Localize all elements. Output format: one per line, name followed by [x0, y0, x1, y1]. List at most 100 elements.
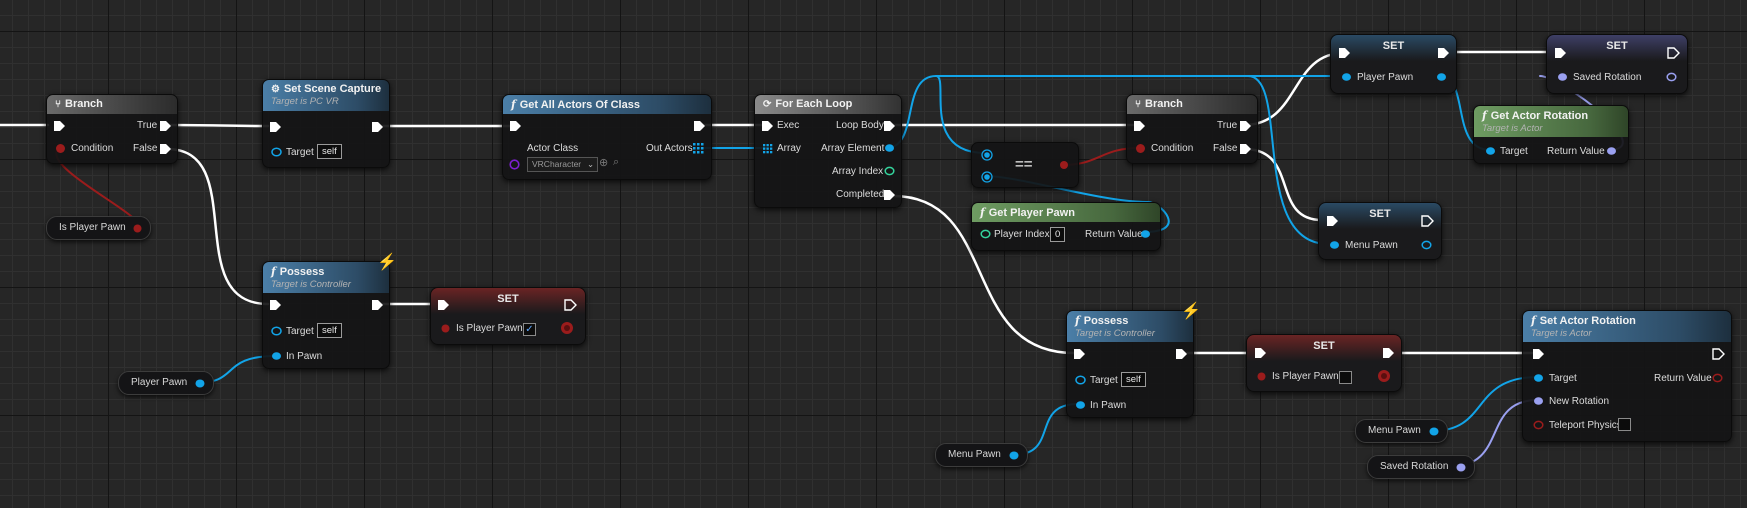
is-player-pawn-checkbox[interactable]: ✓: [523, 323, 536, 336]
rotator-out-pin[interactable]: [1666, 72, 1677, 82]
condition-pin[interactable]: [55, 143, 66, 154]
target-self-field[interactable]: self: [1121, 372, 1146, 387]
false-exec-pin[interactable]: [1239, 143, 1252, 155]
target-self-field[interactable]: self: [317, 144, 342, 159]
target-pin[interactable]: [271, 147, 282, 157]
return-value-pin[interactable]: [1140, 229, 1151, 239]
a-in-pin[interactable]: [981, 149, 993, 161]
player-index-pin[interactable]: [980, 229, 991, 239]
target-pin[interactable]: [1485, 146, 1496, 156]
true-exec-pin[interactable]: [1239, 120, 1252, 132]
teleport-physics-pin[interactable]: [1533, 420, 1544, 430]
bool-out-pin[interactable]: [1059, 160, 1069, 170]
exec-out-pin[interactable]: [564, 299, 577, 311]
exec-in-pin[interactable]: [1554, 47, 1567, 59]
set-player-pawn-node[interactable]: SET Player Pawn: [1330, 34, 1457, 94]
loop-body-pin[interactable]: [883, 120, 896, 132]
exec-out-pin[interactable]: [371, 121, 384, 133]
is-player-pawn-getter[interactable]: Is Player Pawn: [46, 216, 151, 240]
exec-in-pin[interactable]: [269, 299, 282, 311]
browse-icon[interactable]: ⊕: [599, 157, 609, 169]
target-pin[interactable]: [1533, 373, 1544, 383]
player-pawn-getter[interactable]: Player Pawn: [118, 371, 215, 395]
target-self-field[interactable]: self: [317, 323, 342, 338]
exec-out-pin[interactable]: [1421, 215, 1434, 227]
bool-in-pin[interactable]: [1257, 372, 1266, 381]
exec-in-pin[interactable]: [1133, 120, 1146, 132]
is-player-pawn-checkbox[interactable]: [1339, 371, 1352, 384]
object-out-pin[interactable]: [1436, 72, 1447, 82]
for-each-loop-node[interactable]: ⟳For Each Loop Exec Loop Body Array Arra…: [754, 94, 902, 208]
b-in-pin[interactable]: [981, 171, 993, 183]
teleport-physics-checkbox[interactable]: [1618, 418, 1631, 431]
exec-in-pin[interactable]: [1254, 347, 1267, 359]
exec-in-pin[interactable]: [437, 299, 450, 311]
exec-out-pin[interactable]: [1437, 47, 1450, 59]
object-in-pin[interactable]: [1329, 240, 1340, 250]
exec-in-pin[interactable]: [1326, 215, 1339, 227]
rotator-in-pin[interactable]: [1557, 72, 1568, 82]
player-index-field[interactable]: 0: [1050, 227, 1066, 242]
bool-in-pin[interactable]: [441, 324, 450, 333]
set-saved-rotation-node[interactable]: SET Saved Rotation: [1546, 34, 1688, 94]
array-element-pin[interactable]: [884, 143, 895, 153]
equal-object-node[interactable]: ==: [971, 142, 1079, 188]
rotator-out-pin[interactable]: [1456, 463, 1466, 472]
true-exec-pin[interactable]: [159, 120, 172, 132]
class-pin[interactable]: [509, 159, 520, 170]
in-pawn-pin[interactable]: [271, 351, 282, 361]
menu-pawn-getter[interactable]: Menu Pawn: [1355, 419, 1448, 443]
saved-rotation-getter[interactable]: Saved Rotation: [1367, 455, 1476, 479]
return-value-pin[interactable]: [1606, 146, 1617, 156]
actor-class-dropdown[interactable]: VRCharacter⌄: [527, 157, 599, 172]
exec-in-pin[interactable]: [53, 120, 66, 132]
exec-out-pin[interactable]: [1382, 347, 1395, 359]
false-exec-pin[interactable]: [159, 143, 172, 155]
set-is-player-pawn-node[interactable]: SET Is Player Pawn: [1246, 334, 1402, 392]
set-menu-pawn-node[interactable]: SET Menu Pawn: [1318, 202, 1442, 260]
exec-in-pin[interactable]: [1338, 47, 1351, 59]
set-is-player-pawn-node[interactable]: SET Is Player Pawn ✓: [430, 287, 586, 345]
branch-node[interactable]: ⑂Branch True Condition False: [1126, 94, 1258, 164]
exec-out-pin[interactable]: [1175, 348, 1188, 360]
array-index-pin[interactable]: [884, 166, 895, 176]
object-out-pin[interactable]: [1429, 427, 1439, 436]
exec-out-pin[interactable]: [371, 299, 384, 311]
target-pin[interactable]: [271, 326, 282, 336]
search-icon[interactable]: ⌕: [613, 156, 620, 168]
menu-pawn-getter[interactable]: Menu Pawn: [935, 443, 1028, 467]
exec-out-pin[interactable]: [693, 120, 706, 132]
bool-out-pin[interactable]: [1377, 369, 1391, 383]
exec-in-pin[interactable]: [269, 121, 282, 133]
branch-node[interactable]: ⑂Branch True Condition False: [46, 94, 178, 164]
object-out-pin[interactable]: [1009, 451, 1019, 460]
object-in-pin[interactable]: [1341, 72, 1352, 82]
completed-label: Completed: [836, 189, 885, 200]
array-out-pin[interactable]: [692, 142, 704, 154]
new-rotation-pin[interactable]: [1533, 396, 1544, 406]
object-out-pin[interactable]: [1421, 240, 1432, 250]
exec-out-pin[interactable]: [1712, 348, 1725, 360]
in-pawn-pin[interactable]: [1075, 400, 1086, 410]
exec-in-pin[interactable]: [1073, 348, 1086, 360]
exec-in-pin[interactable]: [509, 120, 522, 132]
bool-out-pin[interactable]: [133, 224, 142, 233]
return-value-pin[interactable]: [1712, 373, 1723, 383]
completed-pin[interactable]: [883, 189, 896, 201]
bool-out-pin[interactable]: [560, 321, 574, 335]
exec-in-pin[interactable]: [761, 120, 774, 132]
object-out-pin[interactable]: [195, 379, 205, 388]
array-in-pin[interactable]: [762, 143, 773, 154]
condition-pin[interactable]: [1135, 143, 1146, 154]
target-pin[interactable]: [1075, 375, 1086, 385]
exec-in-pin[interactable]: [1532, 348, 1545, 360]
exec-out-pin[interactable]: [1667, 47, 1680, 59]
